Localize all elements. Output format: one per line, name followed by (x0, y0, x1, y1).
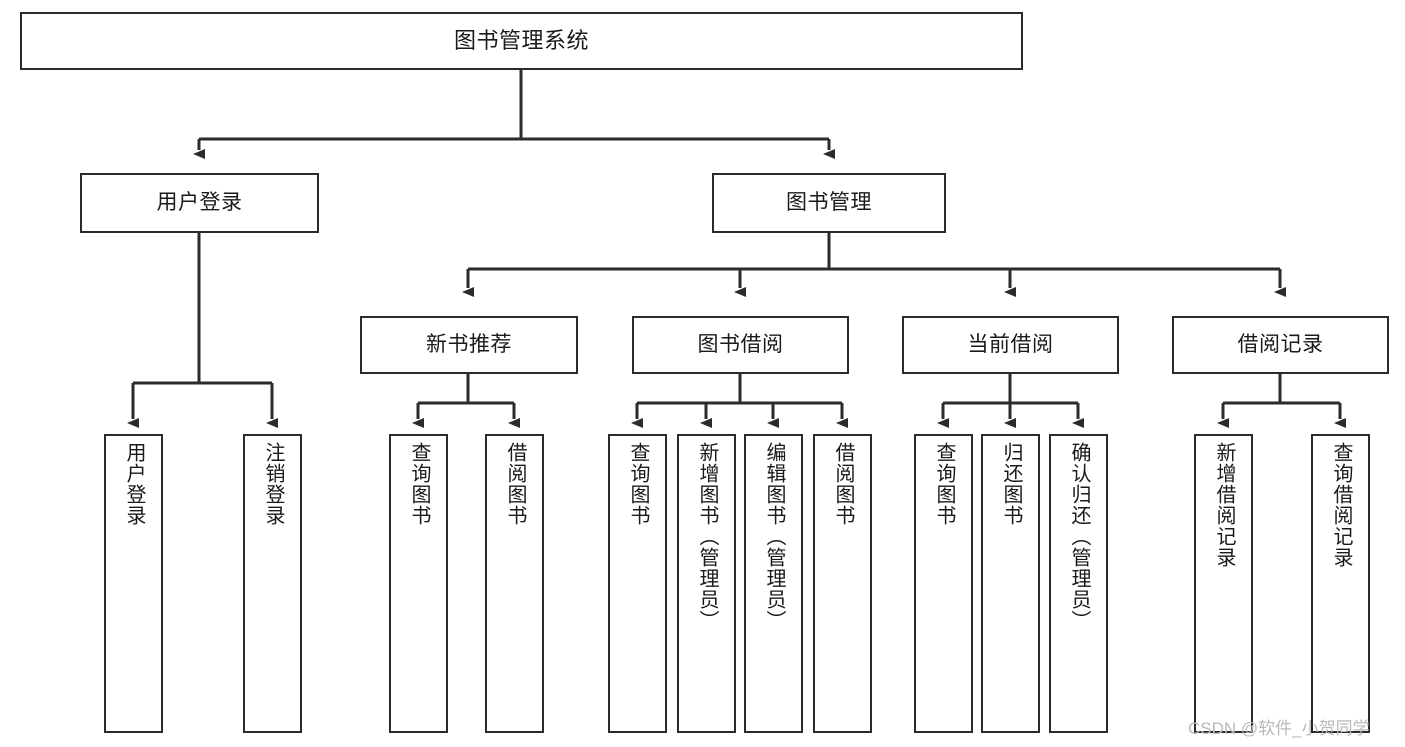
node-leaf-borrow-book[interactable]: 借阅图书 (813, 434, 872, 733)
node-user-login[interactable]: 用户登录 (80, 173, 319, 233)
node-label: 图书管理 (786, 190, 872, 214)
node-book-borrow[interactable]: 图书借阅 (632, 316, 849, 374)
node-leaf-edit-book-admin[interactable]: 编辑图书（管理员） (744, 434, 803, 733)
node-leaf-query-borrow-record[interactable]: 查询借阅记录 (1311, 434, 1370, 733)
node-label: 用户登录 (156, 190, 243, 214)
node-root-system[interactable]: 图书管理系统 (20, 12, 1023, 70)
node-leaf-query-book-current[interactable]: 查询图书 (914, 434, 973, 733)
node-label: 查询图书 (627, 442, 649, 526)
node-leaf-return-book[interactable]: 归还图书 (981, 434, 1040, 733)
node-leaf-add-book-admin[interactable]: 新增图书（管理员） (677, 434, 736, 733)
node-label: 用户登录 (123, 442, 145, 526)
node-label: 确认归还（管理员） (1068, 442, 1090, 631)
node-label: 新增借阅记录 (1213, 442, 1235, 568)
node-leaf-add-borrow-record[interactable]: 新增借阅记录 (1194, 434, 1253, 733)
node-leaf-user-login[interactable]: 用户登录 (104, 434, 163, 733)
node-label: 借阅记录 (1237, 332, 1324, 356)
node-label: 查询图书 (933, 442, 955, 526)
node-current-borrow[interactable]: 当前借阅 (902, 316, 1119, 374)
node-label: 当前借阅 (967, 332, 1054, 356)
node-label: 图书借阅 (697, 332, 784, 356)
node-new-book-recommend[interactable]: 新书推荐 (360, 316, 578, 374)
node-book-management[interactable]: 图书管理 (712, 173, 946, 233)
csdn-watermark: CSDN @软件_小贺同学 (1188, 719, 1370, 738)
node-label: 借阅图书 (832, 442, 854, 526)
node-leaf-query-book-borrow[interactable]: 查询图书 (608, 434, 667, 733)
node-label: 新书推荐 (426, 332, 512, 356)
node-label: 归还图书 (1000, 442, 1022, 526)
node-leaf-logout[interactable]: 注销登录 (243, 434, 302, 733)
node-label: 编辑图书（管理员） (763, 442, 785, 631)
node-label: 注销登录 (262, 442, 284, 526)
node-label: 新增图书（管理员） (696, 442, 718, 631)
node-borrow-records[interactable]: 借阅记录 (1172, 316, 1389, 374)
node-label: 查询借阅记录 (1330, 442, 1352, 568)
node-label: 图书管理系统 (453, 28, 589, 54)
node-label: 借阅图书 (504, 442, 526, 526)
node-leaf-query-book-recommend[interactable]: 查询图书 (389, 434, 448, 733)
node-leaf-confirm-return-admin[interactable]: 确认归还（管理员） (1049, 434, 1108, 733)
node-leaf-borrow-book-recommend[interactable]: 借阅图书 (485, 434, 544, 733)
node-label: 查询图书 (408, 442, 430, 526)
